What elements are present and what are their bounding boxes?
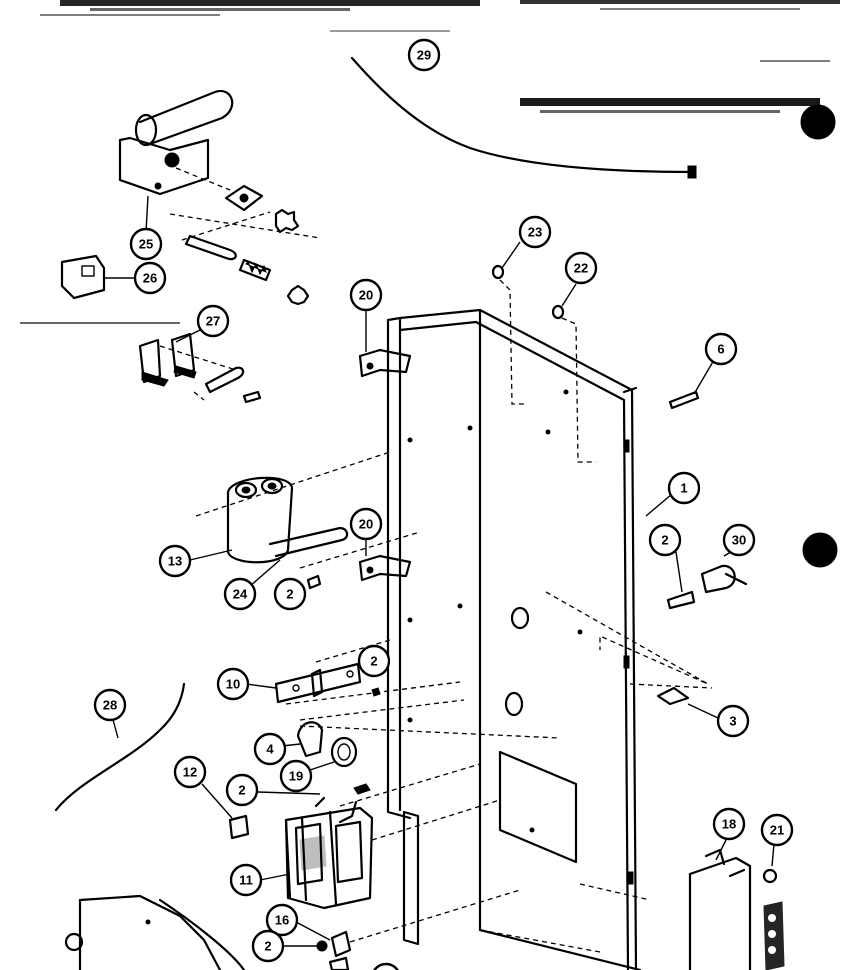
callout-23: 23 (518, 215, 552, 249)
callout-21: 21 (760, 813, 794, 847)
callout-label: 24 (233, 587, 248, 602)
callout-label: 18 (722, 817, 736, 832)
punch-hole-middle (802, 532, 838, 568)
callout-label: 6 (717, 342, 724, 357)
callout-label: 2 (661, 533, 668, 548)
callout-label: 22 (574, 261, 588, 276)
callout-label: 13 (168, 554, 182, 569)
callout-2-bottom: 2 (251, 929, 285, 963)
callout-label: 20 (359, 288, 373, 303)
callout-13: 13 (158, 544, 192, 578)
callout-20-top: 20 (349, 278, 383, 312)
wire-clip (629, 683, 719, 719)
wire-harness-left (54, 682, 186, 812)
callout-2-cap: 2 (273, 577, 307, 611)
callout-25: 25 (129, 227, 163, 261)
callout-label: 30 (732, 533, 746, 548)
callout-16: 16 (265, 903, 299, 937)
contactor (257, 763, 501, 910)
callout-label: 1 (680, 481, 687, 496)
callout-label: 2 (264, 939, 271, 954)
callout-label: 28 (103, 698, 117, 713)
terminal-clip-set (138, 329, 262, 404)
callout-label: 2 (370, 654, 377, 669)
callout-2-relay: 2 (225, 773, 259, 807)
callout-2-right: 2 (648, 523, 682, 557)
callout-label: 29 (417, 48, 431, 63)
cabinet-panel (386, 308, 651, 970)
callout-30: 30 (722, 523, 756, 557)
callout-24: 24 (223, 577, 257, 611)
callout-label: 11 (239, 873, 253, 888)
callout-3: 3 (716, 704, 750, 738)
mounting-bracket-mid (358, 538, 412, 582)
callout-28: 28 (93, 688, 127, 722)
callout-2-bracket: 2 (357, 644, 391, 678)
callout-22: 22 (564, 251, 598, 285)
callout-19: 19 (279, 759, 313, 793)
callout-label: 26 (143, 271, 157, 286)
callout-6: 6 (704, 332, 738, 366)
callout-27: 27 (196, 304, 230, 338)
callout-label: 25 (139, 237, 153, 252)
callout-1: 1 (667, 471, 701, 505)
callout-label: 4 (266, 742, 274, 757)
screw-23 (491, 241, 524, 405)
punch-hole-top (800, 104, 836, 140)
bottom-fastener-set (282, 889, 521, 970)
grommet-19 (299, 725, 561, 771)
leader-part-1 (645, 493, 673, 517)
callout-18: 18 (712, 807, 746, 841)
callout-4: 4 (253, 732, 287, 766)
capacitor-bracket-assembly (118, 89, 321, 306)
run-capacitor (189, 451, 421, 590)
callout-label: 2 (286, 587, 293, 602)
callout-10: 10 (216, 667, 250, 701)
wire-harness-top (350, 56, 694, 174)
mounting-bracket-top (358, 310, 412, 378)
wire-retainer (201, 783, 250, 840)
blower-housing (64, 894, 246, 970)
hinge-pin (668, 359, 715, 410)
terminal-block (245, 639, 465, 721)
scan-noise-top (20, 0, 840, 324)
callout-label: 12 (183, 765, 197, 780)
callout-label: 20 (359, 517, 373, 532)
callout-label: 2 (238, 783, 245, 798)
callout-label: 19 (289, 769, 303, 784)
callout-label: 23 (528, 225, 542, 240)
terminal-capacitor-right (545, 547, 748, 685)
callout-label: 10 (226, 677, 240, 692)
callout-label: 16 (275, 913, 289, 928)
callout-label: 21 (770, 823, 784, 838)
wire-harness-top-end (687, 165, 697, 179)
callout-11: 11 (229, 863, 263, 897)
callout-label: 3 (729, 714, 736, 729)
callout-label: 27 (206, 314, 220, 329)
callout-26: 26 (133, 261, 167, 295)
control-box (688, 839, 785, 970)
callout-20-mid: 20 (349, 507, 383, 541)
callout-29-top: 29 (407, 38, 441, 72)
screw-22 (551, 283, 596, 463)
callout-12: 12 (173, 755, 207, 789)
grommet-4 (281, 721, 324, 758)
starter-relay (60, 254, 136, 300)
